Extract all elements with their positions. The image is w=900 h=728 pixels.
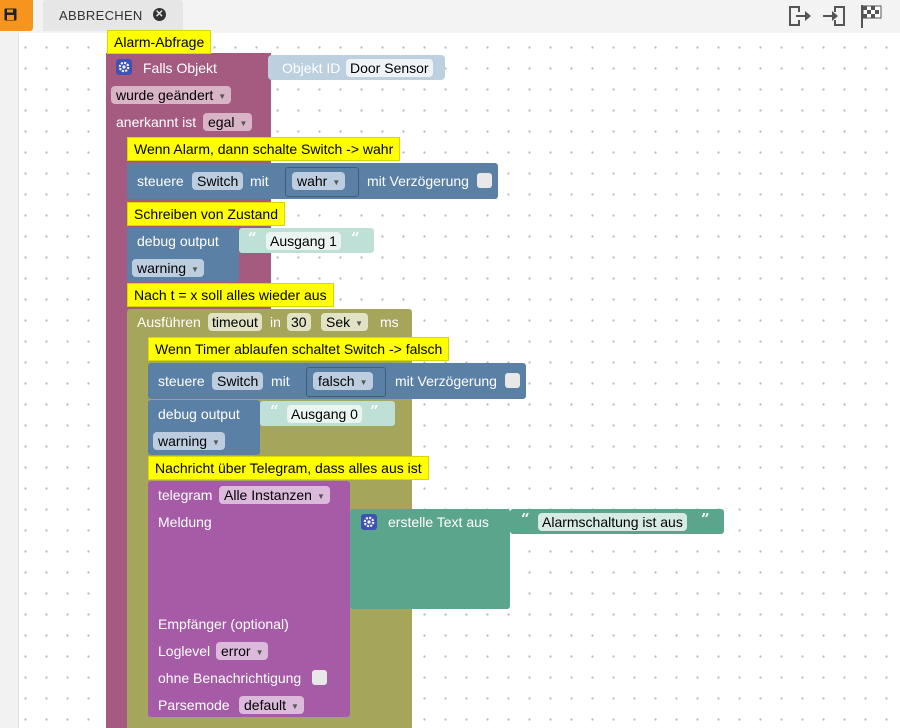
telegram-parse-label: Parsemode	[158, 697, 230, 713]
comment-reset[interactable]: Nach t = x soll alles wieder aus	[127, 283, 334, 307]
set1-value: wahr	[297, 173, 328, 189]
telegram-silent-checkbox[interactable]	[312, 670, 327, 685]
set2-delay-label: mit Verzögerung	[395, 373, 497, 389]
telegram-silent-label: ohne Benachrichtigung	[158, 670, 302, 686]
set1-delay-checkbox[interactable]	[477, 173, 492, 188]
comment-telegram[interactable]: Nachricht über Telegram, dass alles aus …	[148, 456, 429, 480]
chevron-down-icon: ▼	[316, 492, 325, 501]
ack-value: egal	[208, 114, 235, 130]
timeout-name-field[interactable]: timeout	[208, 313, 262, 331]
trigger-label: Falls Objekt	[143, 60, 217, 76]
telegram-loglevel-label: Loglevel	[158, 643, 211, 659]
ack-dropdown[interactable]: egal ▼	[203, 113, 253, 131]
debug1-level: warning	[137, 260, 187, 276]
chevron-down-icon: ▼	[355, 319, 364, 328]
set2-target[interactable]: Switch	[212, 372, 264, 390]
comment-timer-switch-false[interactable]: Wenn Timer ablaufen schaltet Switch -> f…	[148, 337, 450, 361]
set1-delay-label: mit Verzögerung	[367, 173, 469, 189]
timeout-value-field[interactable]: 30	[287, 313, 311, 331]
close-icon[interactable]: ✕	[153, 8, 166, 21]
change-dropdown[interactable]: wurde geändert ▼	[111, 86, 232, 104]
gear-icon[interactable]	[116, 59, 132, 75]
chevron-down-icon: ▼	[291, 702, 299, 711]
quote-close-icon: ”	[370, 402, 379, 420]
set2-value: falsch	[318, 373, 355, 389]
quote-close-icon: ”	[701, 510, 710, 528]
set1-with: mit	[250, 173, 269, 189]
export-icon[interactable]	[786, 3, 812, 29]
telegram-instance-dropdown[interactable]: Alle Instanzen ▼	[219, 486, 330, 504]
import-icon[interactable]	[822, 3, 848, 29]
set2-with: mit	[271, 373, 290, 389]
chevron-down-icon: ▼	[332, 178, 341, 187]
set1-value-dropdown[interactable]: wahr ▼	[292, 172, 346, 190]
set2-value-dropdown[interactable]: falsch ▼	[313, 372, 373, 390]
cancel-label: ABBRECHEN	[59, 8, 143, 23]
object-id-field[interactable]: Door Sensor	[346, 59, 433, 77]
chevron-down-icon: ▼	[359, 378, 368, 387]
timeout-ms: ms	[380, 314, 399, 330]
cancel-tab[interactable]: ABBRECHEN ✕	[43, 0, 183, 31]
telegram-message-label: Meldung	[158, 514, 212, 530]
set2-delay-checkbox[interactable]	[505, 373, 520, 388]
debug2-level: warning	[158, 433, 208, 449]
debug2-label: debug output	[158, 406, 240, 422]
debug1-text[interactable]: Ausgang 1	[266, 232, 341, 250]
chevron-down-icon: ▼	[212, 438, 220, 447]
quote-open-icon: “	[270, 402, 279, 420]
sidebar	[0, 33, 19, 728]
set1-target[interactable]: Switch	[192, 172, 244, 190]
telegram-label: telegram	[158, 487, 213, 503]
timeout-label: Ausführen	[137, 314, 201, 330]
checkered-flag-icon[interactable]	[858, 3, 884, 29]
timeout-in: in	[270, 314, 281, 330]
telegram-instance: Alle Instanzen	[224, 487, 312, 503]
telegram-loglevel-dropdown[interactable]: error ▼	[216, 642, 269, 660]
timeout-unit-dropdown[interactable]: Sek ▼	[321, 313, 369, 331]
chevron-down-icon: ▼	[191, 265, 199, 274]
chevron-down-icon: ▼	[218, 92, 227, 101]
object-id-label: Objekt ID	[282, 60, 341, 76]
comment-write-state[interactable]: Schreiben von Zustand	[127, 202, 285, 226]
telegram-parse-dropdown[interactable]: default ▼	[239, 696, 304, 714]
debug1-level-dropdown[interactable]: warning ▼	[132, 259, 204, 277]
debug2-text[interactable]: Ausgang 0	[287, 405, 362, 423]
join-label: erstelle Text aus	[388, 514, 489, 530]
debug2-level-dropdown[interactable]: warning ▼	[153, 432, 225, 450]
debug1-label: debug output	[137, 233, 219, 249]
timeout-unit: Sek	[326, 314, 351, 330]
change-value: wurde geändert	[116, 87, 214, 103]
comment-alarm-query[interactable]: Alarm-Abfrage	[107, 30, 212, 54]
save-button[interactable]	[0, 0, 33, 31]
toolbar: ABBRECHEN ✕	[0, 0, 900, 34]
chevron-down-icon: ▼	[239, 119, 248, 128]
set1-label: steuere	[137, 173, 184, 189]
quote-open-icon: “	[248, 229, 257, 247]
telegram-loglevel: error	[221, 643, 251, 659]
chevron-down-icon: ▼	[255, 648, 264, 657]
comment-switch-true[interactable]: Wenn Alarm, dann schalte Switch -> wahr	[127, 137, 401, 161]
save-icon	[4, 8, 17, 21]
set2-label: steuere	[158, 373, 205, 389]
gear-icon[interactable]	[361, 514, 377, 530]
ack-label: anerkannt ist	[116, 114, 197, 130]
join-text[interactable]: Alarmschaltung ist aus	[538, 513, 687, 531]
telegram-recipient-label: Empfänger (optional)	[158, 616, 289, 632]
quote-close-icon: ”	[351, 229, 360, 247]
telegram-parse: default	[244, 697, 287, 713]
quote-open-icon: “	[521, 510, 530, 528]
